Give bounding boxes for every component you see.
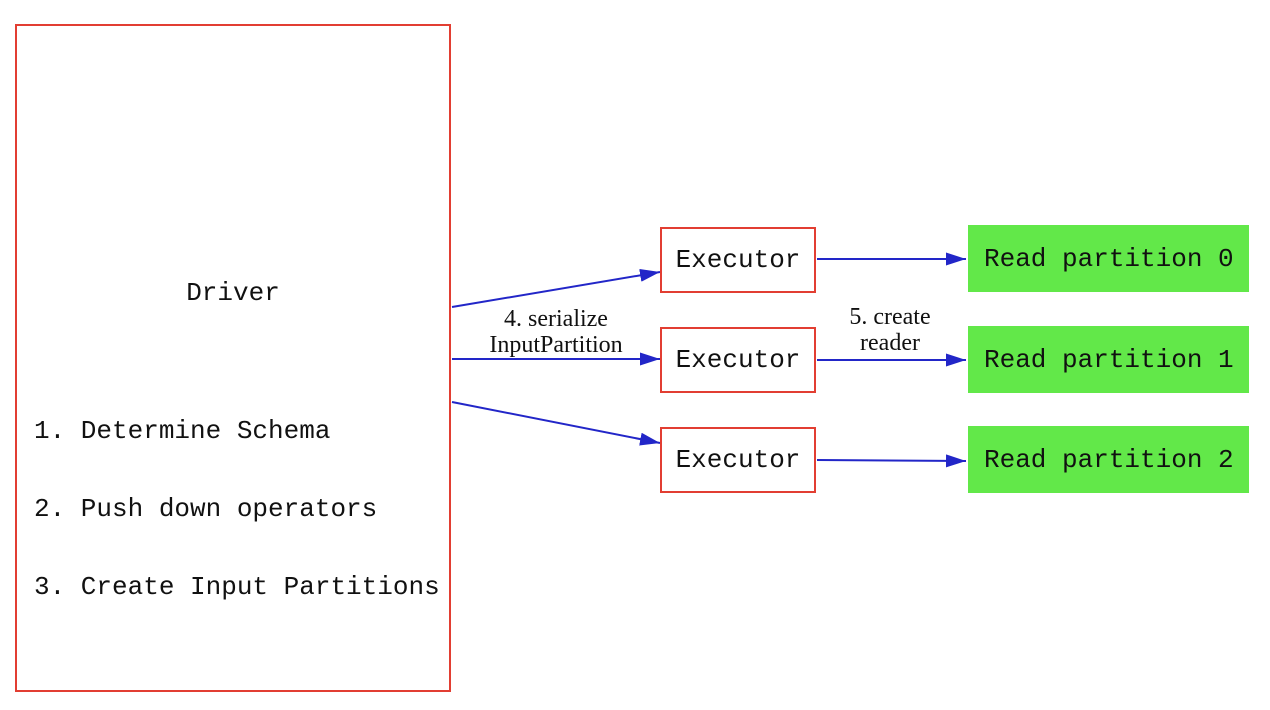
create-reader-label: 5. create reader bbox=[838, 304, 942, 356]
driver-step-2: 2. Push down operators bbox=[34, 494, 378, 524]
driver-title: Driver bbox=[186, 278, 280, 308]
read-partition-node-1: Read partition 1 bbox=[968, 326, 1249, 393]
executor-node-0: Executor bbox=[660, 227, 816, 293]
driver-step-1: 1. Determine Schema bbox=[34, 416, 331, 446]
executor-node-2: Executor bbox=[660, 427, 816, 493]
executor-label-0: Executor bbox=[675, 245, 801, 275]
arrow-driver-to-executor-2 bbox=[451, 401, 661, 446]
driver-step-3: 3. Create Input Partitions bbox=[34, 572, 440, 602]
read-partition-node-0: Read partition 0 bbox=[968, 225, 1249, 292]
read-partition-label-1: Read partition 1 bbox=[984, 344, 1234, 375]
driver-steps-list: 1. Determine Schema 2. Push down operato… bbox=[34, 366, 448, 652]
create-label-line1: 5. create bbox=[849, 304, 931, 330]
arrow-executor-2-to-partition-2 bbox=[816, 454, 967, 468]
read-partition-label-2: Read partition 2 bbox=[984, 444, 1234, 475]
serialize-label-line1: 4. serialize bbox=[504, 306, 608, 332]
executor-label-2: Executor bbox=[675, 445, 801, 475]
executor-label-1: Executor bbox=[675, 345, 801, 375]
serialize-inputpartition-label: 4. serialize InputPartition bbox=[456, 306, 656, 358]
serialize-label-line2: InputPartition bbox=[489, 332, 623, 358]
executor-node-1: Executor bbox=[660, 327, 816, 393]
arrow-driver-to-executor-0 bbox=[451, 268, 661, 308]
create-label-line2: reader bbox=[860, 330, 920, 356]
read-partition-node-2: Read partition 2 bbox=[968, 426, 1249, 493]
read-partition-label-0: Read partition 0 bbox=[984, 243, 1234, 274]
driver-node: Driver 1. Determine Schema 2. Push down … bbox=[15, 24, 451, 692]
